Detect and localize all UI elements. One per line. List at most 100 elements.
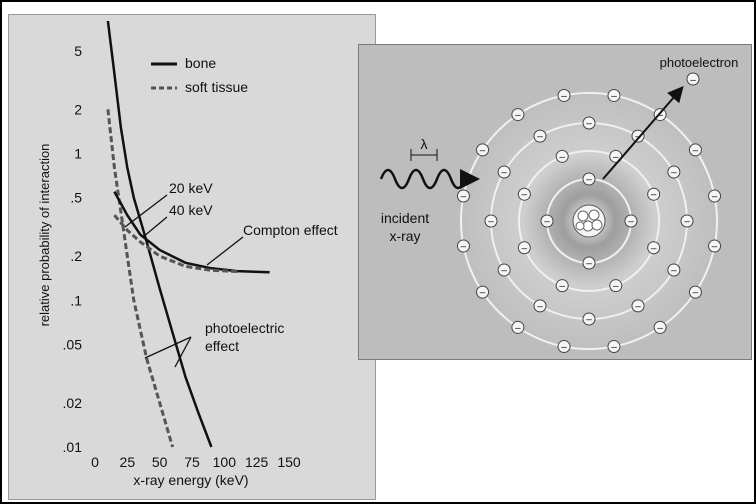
svg-text:–: – <box>461 241 467 252</box>
electron: – <box>533 299 547 313</box>
svg-text:–: – <box>657 323 663 334</box>
electron-shell <box>518 150 660 292</box>
atom-diagram-svg: ––––––––––––––––––––––––––––––––––––––––… <box>379 55 738 354</box>
chart-series <box>106 20 270 448</box>
x-tick-label: 125 <box>245 454 269 470</box>
svg-text:–: – <box>586 119 592 130</box>
svg-text:–: – <box>501 168 507 179</box>
x-tick-label: 75 <box>184 454 200 470</box>
legend-bone-label: bone <box>185 55 216 71</box>
y-tick-label: .5 <box>70 190 82 206</box>
electron: – <box>688 143 702 157</box>
annotation-40kev: 40 keV <box>169 202 213 218</box>
svg-text:–: – <box>651 190 657 201</box>
svg-text:–: – <box>544 217 550 228</box>
electron: – <box>533 129 547 143</box>
y-tick-label: .01 <box>63 439 83 455</box>
electron: – <box>582 256 596 270</box>
series-line-soft-tissue-compton <box>113 214 238 273</box>
electron: – <box>624 214 638 228</box>
electron: – <box>631 129 645 143</box>
y-tick-label: .02 <box>63 395 83 411</box>
incident-label: incident <box>381 210 429 226</box>
electron: – <box>667 263 681 277</box>
photoelectric-atom-diagram: ––––––––––––––––––––––––––––––––––––––––… <box>358 44 752 360</box>
svg-text:–: – <box>671 266 677 277</box>
electron: – <box>653 320 667 334</box>
electron: – <box>607 340 621 354</box>
electron: – <box>517 241 531 255</box>
svg-text:–: – <box>501 266 507 277</box>
svg-text:–: – <box>611 342 617 353</box>
annotation-compton-effect: Compton effect <box>243 222 338 238</box>
electron: – <box>456 239 470 253</box>
svg-text:–: – <box>613 281 619 292</box>
x-tick-label: 50 <box>152 454 168 470</box>
electron: – <box>582 172 596 186</box>
x-tick-label: 25 <box>120 454 136 470</box>
svg-text:–: – <box>712 192 718 203</box>
electron: – <box>517 187 531 201</box>
svg-text:–: – <box>561 342 567 353</box>
photoelectron: – <box>686 72 700 86</box>
photoelectron-symbol: – <box>690 75 696 86</box>
electron: – <box>540 214 554 228</box>
annotation-effect: effect <box>205 338 239 354</box>
svg-text:–: – <box>671 168 677 179</box>
y-tick-label: .1 <box>70 292 82 308</box>
electron: – <box>555 149 569 163</box>
electron: – <box>688 285 702 299</box>
electron: – <box>667 165 681 179</box>
svg-text:–: – <box>522 190 528 201</box>
x-tick-labels: 0 25 50 75 100 125 150 <box>91 454 301 470</box>
svg-text:–: – <box>586 315 592 326</box>
annotation-photoelectric: photoelectric <box>205 320 284 336</box>
svg-text:–: – <box>586 175 592 186</box>
x-tick-label: 150 <box>277 454 301 470</box>
svg-text:–: – <box>559 152 565 163</box>
svg-text:–: – <box>515 110 521 121</box>
electron: – <box>511 320 525 334</box>
svg-text:–: – <box>651 243 657 254</box>
svg-text:–: – <box>628 217 634 228</box>
x-tick-label: 100 <box>213 454 237 470</box>
electron: – <box>647 187 661 201</box>
annotation-compton-pointer <box>206 236 244 266</box>
svg-text:–: – <box>684 217 690 228</box>
svg-text:–: – <box>480 288 486 299</box>
electron: – <box>511 108 525 122</box>
electron: – <box>476 143 490 157</box>
svg-text:–: – <box>611 91 617 102</box>
svg-text:–: – <box>522 243 528 254</box>
incident-xray-wave <box>379 149 480 190</box>
svg-text:–: – <box>693 145 699 156</box>
chart-annotations: 20 keV 40 keV Compton effect photoelectr… <box>124 180 338 368</box>
svg-text:–: – <box>537 301 543 312</box>
legend-soft-tissue-label: soft tissue <box>185 79 248 95</box>
x-tick-label: 0 <box>91 454 99 470</box>
electron: – <box>609 279 623 293</box>
electron: – <box>456 189 470 203</box>
nucleus <box>572 204 606 238</box>
x-axis-label: x-ray energy (keV) <box>133 472 248 488</box>
annotation-40kev-pointer <box>142 216 168 238</box>
electron: – <box>708 239 722 253</box>
svg-text:–: – <box>559 281 565 292</box>
annotation-photoelectric-pointer-1 <box>144 336 192 359</box>
svg-text:–: – <box>657 110 663 121</box>
svg-text:–: – <box>693 288 699 299</box>
y-axis-label: relative probability of interaction <box>37 144 52 327</box>
electron: – <box>582 312 596 326</box>
electron: – <box>484 214 498 228</box>
svg-text:–: – <box>488 217 494 228</box>
svg-text:–: – <box>461 192 467 203</box>
y-tick-label: 1 <box>74 146 82 162</box>
annotation-20kev-pointer <box>124 194 168 228</box>
electron: – <box>631 299 645 313</box>
svg-text:–: – <box>515 323 521 334</box>
annotation-photoelectric-pointer-2 <box>174 336 192 368</box>
interaction-probability-chart-panel: relative probability of interaction x-ra… <box>8 14 376 500</box>
electron: – <box>607 88 621 102</box>
electron: – <box>557 340 571 354</box>
